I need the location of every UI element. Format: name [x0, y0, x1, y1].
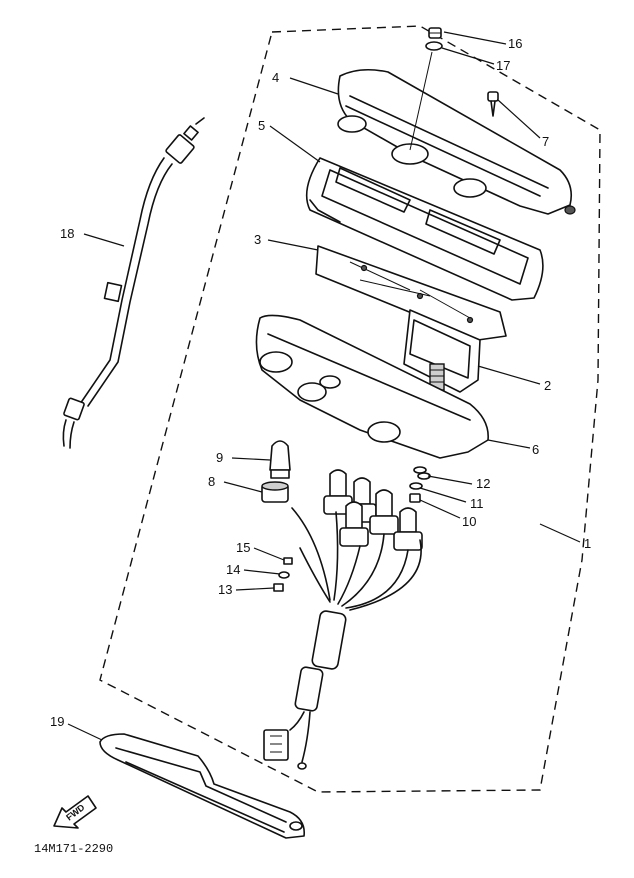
part-10-nut: [409, 493, 421, 503]
callout-3: 3: [254, 232, 261, 247]
part-7-screw: [487, 91, 499, 117]
part-12-washer: [413, 466, 431, 480]
callout-18: 18: [60, 226, 74, 241]
part-3-circuit-plate: [315, 245, 507, 341]
part-5-face-panel: [305, 157, 544, 301]
callout-16: 16: [508, 36, 522, 51]
part-17-washer: [425, 41, 443, 51]
indicator-sockets-cluster: [323, 469, 423, 551]
part-2-speedometer-unit: [403, 309, 481, 393]
callout-10: 10: [462, 514, 476, 529]
callout-13: 13: [218, 582, 232, 597]
fwd-arrow-icon: [53, 795, 97, 829]
part-16-screw: [428, 27, 442, 39]
assembly-axis-16: [409, 51, 433, 151]
part-18-speedometer-cable: [62, 117, 205, 449]
callout-14: 14: [226, 562, 240, 577]
part-8-bulb-socket: [261, 481, 289, 503]
callout-2: 2: [544, 378, 551, 393]
figure-code: 14M171-2290: [34, 842, 113, 856]
part-15-nut: [283, 557, 293, 565]
callout-8: 8: [208, 474, 215, 489]
callout-11: 11: [470, 496, 484, 511]
callout-15: 15: [236, 540, 250, 555]
callout-9: 9: [216, 450, 223, 465]
assembly-boundary-dashed: [99, 25, 601, 793]
callout-1: 1: [584, 536, 591, 551]
part-9-bulb: [269, 440, 291, 479]
part-13-nut: [273, 583, 284, 592]
part-4-meter-cover: [337, 68, 576, 215]
part-6-meter-case: [255, 314, 489, 459]
wire-harness: [263, 507, 422, 770]
callout-12: 12: [476, 476, 490, 491]
callout-19: 19: [50, 714, 64, 729]
callout-17: 17: [496, 58, 510, 73]
part-14-washer: [278, 571, 290, 579]
callout-5: 5: [258, 118, 265, 133]
part-19-bracket: [99, 733, 306, 839]
callout-6: 6: [532, 442, 539, 457]
callout-4: 4: [272, 70, 279, 85]
leader-lines: [67, 31, 581, 741]
part-11-washer: [409, 482, 423, 490]
callout-7: 7: [542, 134, 549, 149]
